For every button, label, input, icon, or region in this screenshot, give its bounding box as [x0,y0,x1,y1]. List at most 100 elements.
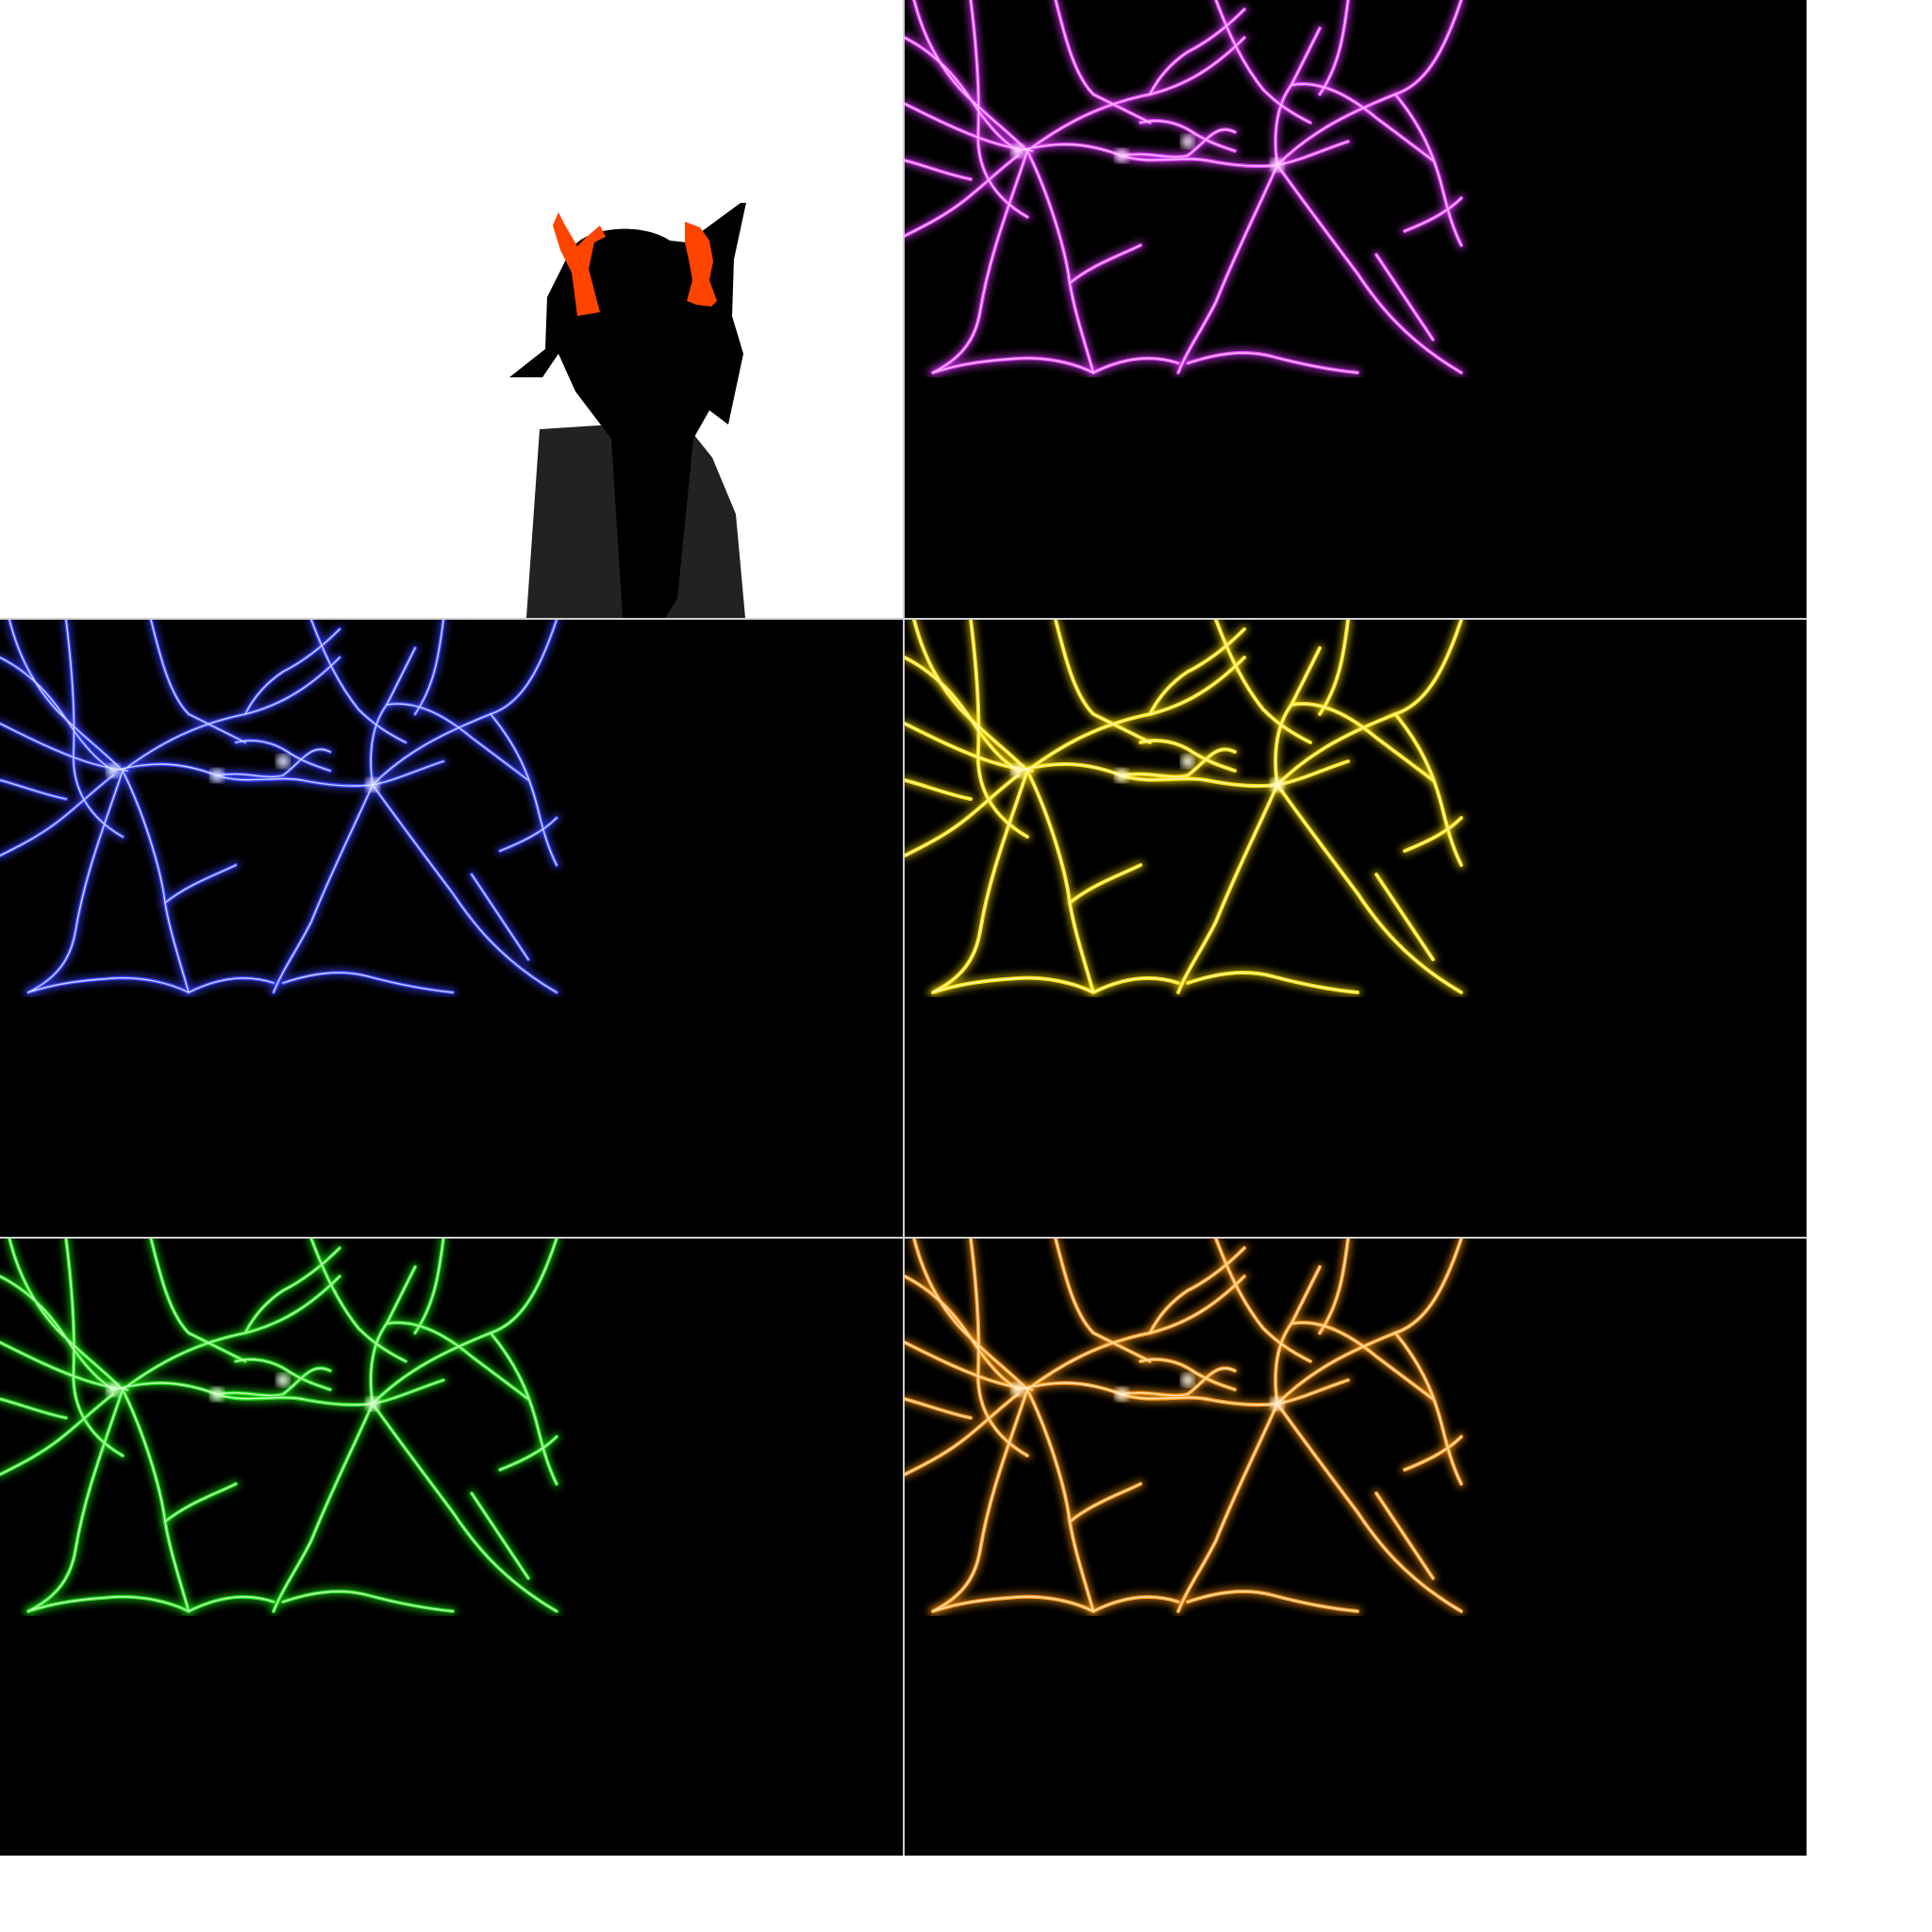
crack-node [1271,1397,1284,1410]
crack-core [1394,93,1462,246]
crack-core [1394,713,1462,866]
crack-core [188,1596,275,1612]
crack-glow [410,620,448,719]
crack-core [905,1275,1019,1391]
crack-core [1319,1239,1349,1334]
crack-core [932,1389,1028,1612]
crack-core-layer [0,1239,558,1612]
crack-core [1177,1403,1278,1612]
crack-core [471,1492,529,1579]
crack-core [1055,1239,1151,1362]
crack-node [1011,1383,1024,1396]
crack-node [366,1397,379,1410]
crack-core [1215,1239,1311,1362]
crack-core [0,1398,67,1419]
crack-core [913,0,1028,152]
crack-core [1187,1591,1358,1612]
crack-core-layer [905,1239,1462,1612]
crack-node [276,755,290,768]
crack-core [0,657,114,772]
crack-core [282,1591,454,1612]
crack-core [970,620,1028,838]
crack-node [1115,1388,1128,1401]
crack-core [1140,1358,1236,1391]
crack-core [932,357,1094,374]
crack-node [1181,1374,1194,1387]
crack-core [1404,1436,1462,1471]
crack-core [27,1389,124,1612]
horizontal-divider [0,618,1807,620]
crack-core [8,1239,124,1391]
crack-core [1276,164,1462,374]
crack-core [164,1483,237,1523]
horizontal-divider [0,1237,1807,1239]
character-panel [0,0,903,618]
crack-core [310,620,407,743]
crack-network [905,1239,1466,1616]
crack-core [27,770,124,993]
crack-core [244,628,341,715]
crack-core [1187,352,1358,374]
crack-core [122,1389,190,1612]
crack-node [1271,158,1284,172]
crack-core [1026,1389,1094,1612]
crack-core [372,1403,558,1612]
crack-core [905,37,1019,152]
crack-core [1276,1403,1462,1612]
crack-core [1069,1483,1141,1523]
crack-core [1187,972,1358,993]
crack-core [905,1393,1019,1475]
crack-core [1069,244,1141,284]
crack-core [1291,703,1434,781]
crack-core [499,1436,558,1471]
crack-glow [905,719,1037,775]
crack-core [0,779,67,800]
troll-silhouette [509,203,746,618]
crack-core [932,150,1028,374]
crack-node [1271,778,1284,791]
crack-core [386,1322,529,1400]
crack-core [244,1247,341,1334]
crack-core [1092,358,1179,374]
sprite-sheet [0,0,1807,1856]
left-horn [553,212,606,316]
crack-core [27,1595,190,1612]
crack-core [905,779,972,800]
crack-core [1291,83,1434,161]
crack-core [1375,874,1434,960]
crack-core [1319,620,1349,715]
crack-core [150,620,246,743]
crack-core [1055,620,1151,743]
crack-core [414,1239,444,1334]
crack-core [216,748,331,778]
crack-core [386,703,529,781]
crack-core [0,1393,114,1475]
crack-core [905,1398,972,1419]
crack-core [905,159,972,180]
crack-core [913,1239,1028,1391]
orange-crack-panel [905,1239,1807,1856]
crack-glow [0,1338,132,1394]
crack-core [282,972,454,993]
crack-node [366,778,379,791]
crack-core [970,0,1028,218]
crack-node [1011,144,1024,158]
crack-glow [410,1239,448,1338]
crack-core [1092,977,1179,993]
crack-core [970,1239,1028,1457]
crack-glow [0,719,132,775]
crack-core [1215,620,1311,743]
crack-core [499,817,558,852]
crack-core [905,155,1019,237]
crack-core [235,740,331,772]
crack-core [372,784,558,993]
crack-network [905,0,1466,377]
crack-core [1291,1322,1434,1400]
crack-core [1121,748,1236,778]
crack-core [1319,0,1349,95]
crack-core [310,1239,407,1362]
crack-core [273,1403,374,1612]
blue-crack-panel [0,620,903,1237]
crack-core [1404,817,1462,852]
crack-core [1092,1596,1179,1612]
